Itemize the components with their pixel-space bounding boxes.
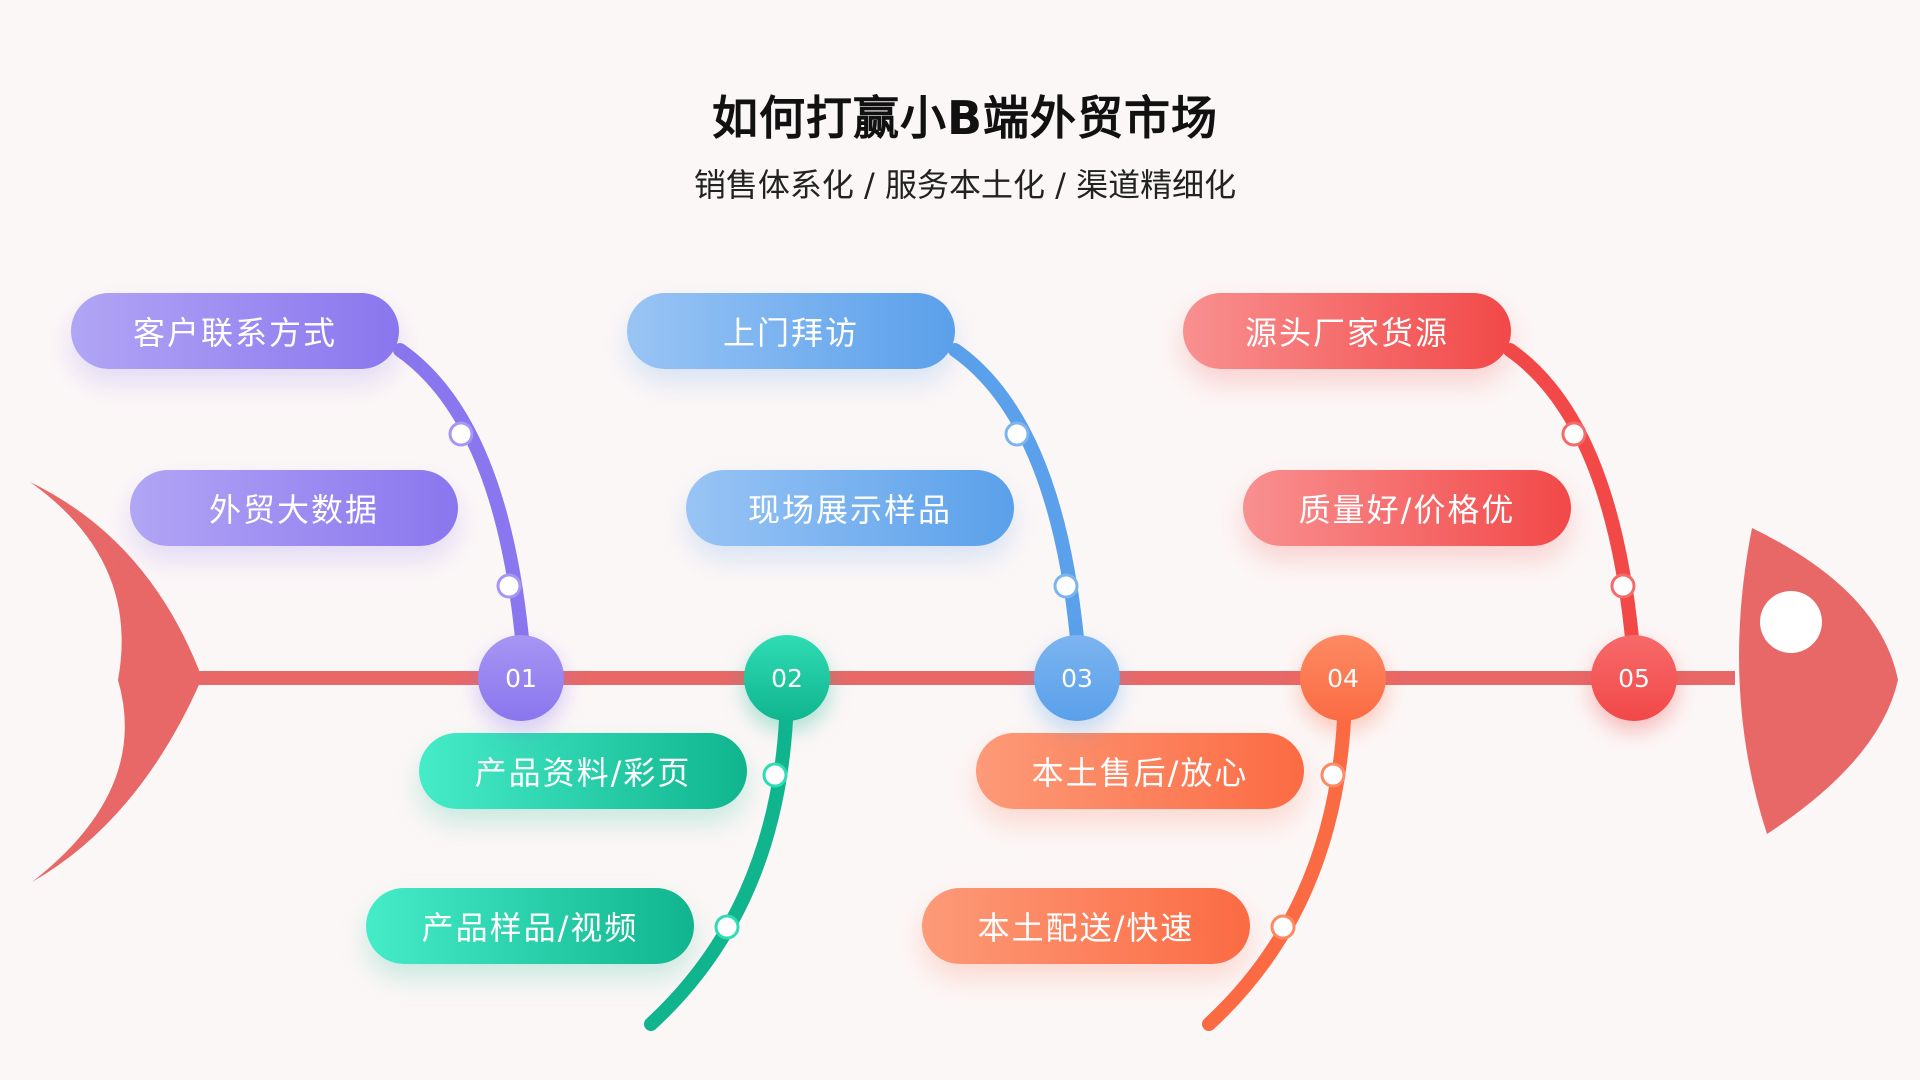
fish-eye — [1760, 591, 1822, 653]
cause-pill: 产品资料/彩页 — [419, 733, 747, 809]
bone-05-dot — [1561, 421, 1587, 447]
node-02: 02 — [744, 635, 830, 721]
bone-01-dot — [448, 421, 474, 447]
node-03: 03 — [1034, 635, 1120, 721]
bone-02-dot — [762, 762, 788, 788]
cause-pill: 现场展示样品 — [686, 470, 1014, 546]
cause-pill: 上门拜访 — [627, 293, 955, 369]
cause-pill: 产品样品/视频 — [366, 888, 694, 964]
diagram-title: 如何打赢小B端外贸市场 — [711, 91, 1219, 145]
fish-tail — [30, 482, 202, 882]
node-01: 01 — [478, 635, 564, 721]
bone-01-dot — [496, 573, 522, 599]
bone-04-dot — [1320, 762, 1346, 788]
fish-head — [1739, 528, 1898, 834]
cause-pill: 本土配送/快速 — [922, 888, 1250, 964]
cause-pill: 外贸大数据 — [130, 470, 458, 546]
fish-spine — [195, 671, 1735, 685]
bone-02-dot — [714, 914, 740, 940]
cause-pill: 本土售后/放心 — [976, 733, 1304, 809]
bone-05-dot — [1610, 573, 1636, 599]
bone-03-dot — [1004, 421, 1030, 447]
diagram-subtitle: 销售体系化 / 服务本土化 / 渠道精细化 — [693, 166, 1237, 204]
bone-03-dot — [1053, 573, 1079, 599]
cause-pill: 质量好/价格优 — [1243, 470, 1571, 546]
cause-pill: 源头厂家货源 — [1183, 293, 1511, 369]
node-05: 05 — [1591, 635, 1677, 721]
bone-04-dot — [1270, 914, 1296, 940]
cause-pill: 客户联系方式 — [71, 293, 399, 369]
node-04: 04 — [1300, 635, 1386, 721]
